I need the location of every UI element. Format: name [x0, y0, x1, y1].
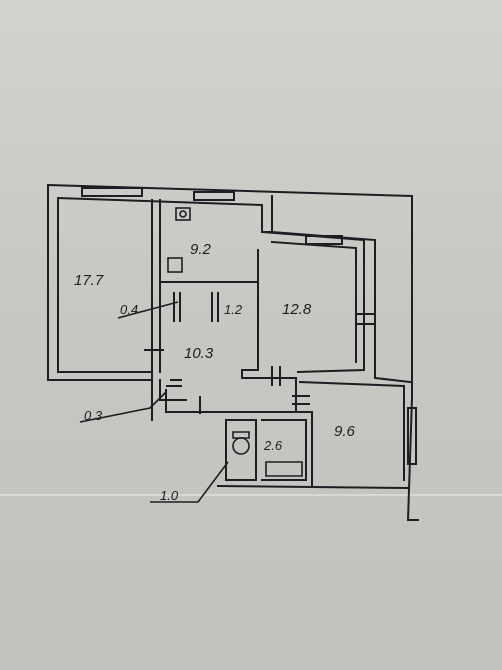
leader-0-3 — [79, 391, 167, 423]
door-tick-2 — [173, 292, 181, 322]
area-label-closet: 0.3 — [84, 408, 103, 423]
window-3 — [305, 235, 343, 245]
toilet-tank-icon — [232, 431, 250, 439]
area-label-hall: 10.3 — [184, 345, 214, 362]
area-label-pantry-a: 0.4 — [120, 302, 138, 317]
leader-0-4 — [117, 301, 179, 319]
area-label-pantry-b: 1.2 — [224, 302, 243, 317]
window-2 — [193, 191, 235, 201]
window-4 — [407, 407, 417, 465]
paper-fold — [0, 494, 502, 496]
stove-burner-icon — [179, 210, 187, 218]
outer-wall-top — [46, 183, 413, 399]
area-label-room-1: 17.7 — [74, 272, 104, 289]
door-tick-8 — [166, 379, 182, 387]
area-label-bath: 2.6 — [263, 438, 283, 453]
area-label-room-3: 9.6 — [334, 423, 356, 440]
area-label-kitchen: 9.2 — [190, 241, 212, 258]
bath-inner — [225, 419, 257, 481]
area-label-room-2: 12.8 — [282, 301, 312, 318]
closet-wall-2 — [159, 379, 187, 401]
bath-partition — [261, 419, 307, 481]
room2-wall-left — [241, 249, 297, 379]
room2-wall — [260, 230, 365, 374]
bath-block — [217, 411, 313, 487]
inner-wall-left — [57, 197, 151, 373]
bathtub-icon — [265, 461, 303, 477]
outer-wall-left — [47, 184, 153, 381]
door-tick-4 — [356, 313, 376, 325]
inner-wall-top — [56, 195, 273, 233]
window-1 — [81, 187, 143, 197]
door-tick-5 — [271, 366, 281, 386]
toilet-icon — [232, 437, 250, 455]
outer-wall-right — [406, 396, 419, 521]
area-label-wc: 1.0 — [160, 488, 179, 503]
room3-top — [298, 380, 405, 481]
door-tick-3 — [211, 292, 219, 322]
stove-icon — [175, 207, 191, 221]
leader-1-0 — [150, 461, 229, 503]
door-tick-6 — [292, 395, 310, 405]
sink-icon — [167, 257, 183, 273]
